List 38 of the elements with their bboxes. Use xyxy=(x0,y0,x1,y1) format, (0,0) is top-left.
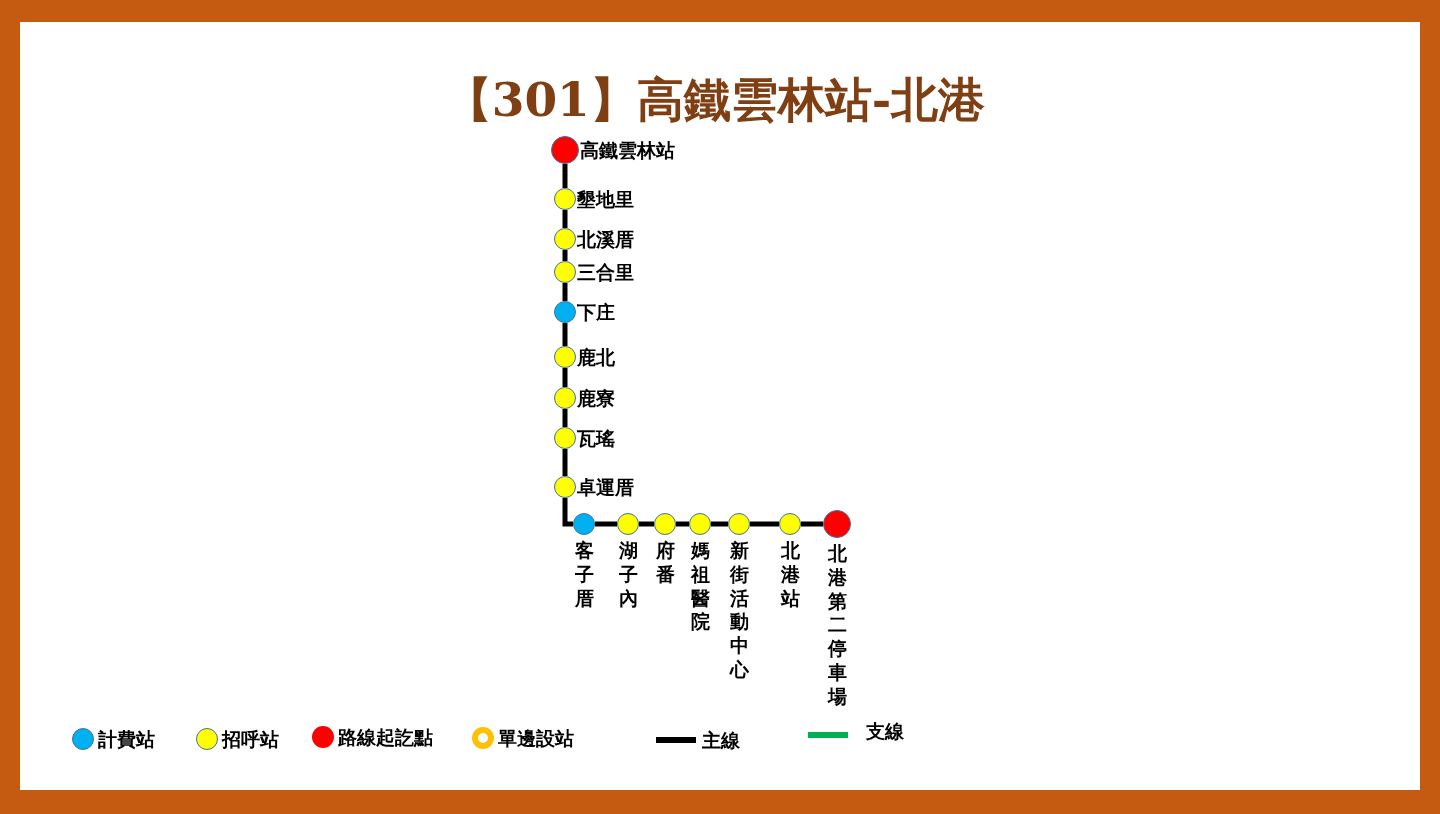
stop-label: 鹿寮 xyxy=(577,386,615,410)
route-line xyxy=(562,250,568,261)
route-line xyxy=(639,521,654,527)
stop-label: 新街活動中心 xyxy=(729,539,749,682)
legend-label: 路線起訖點 xyxy=(338,725,433,749)
stop-label: 墾地里 xyxy=(577,187,634,211)
stop-label: 媽祖醫院 xyxy=(690,539,710,634)
route-line xyxy=(562,164,568,188)
stop-label: 高鐵雲林站 xyxy=(580,138,675,162)
route-line xyxy=(562,210,568,228)
route-line xyxy=(595,521,617,527)
route-line xyxy=(801,521,823,527)
legend-label: 主線 xyxy=(702,728,740,752)
route-line xyxy=(562,283,568,301)
stop-label: 北溪厝 xyxy=(577,227,634,251)
route-line xyxy=(676,521,689,527)
stop-label: 瓦瑤 xyxy=(577,426,615,450)
stop-label: 湖子內 xyxy=(618,539,638,611)
legend-label: 支線 xyxy=(866,719,904,743)
route-line xyxy=(562,409,568,427)
stop-label: 北港第二停車場 xyxy=(827,542,847,709)
route-line xyxy=(562,368,568,387)
diagram-title: 【301】高鐵雲林站-北港 xyxy=(444,72,986,127)
stop-label: 卓運厝 xyxy=(577,475,634,499)
stop-label: 下庄 xyxy=(577,300,615,324)
route-line xyxy=(562,323,568,346)
stop-label: 三合里 xyxy=(577,260,634,284)
route-line xyxy=(562,449,568,476)
route-line xyxy=(750,521,779,527)
route-line xyxy=(562,498,573,527)
stop-label: 客子厝 xyxy=(574,539,594,611)
stop-label: 北港站 xyxy=(780,539,800,611)
route-line xyxy=(711,521,728,527)
stop-label: 府番 xyxy=(655,539,675,587)
legend-label: 單邊設站 xyxy=(498,726,574,750)
legend-label: 招呼站 xyxy=(222,727,279,751)
stop-label: 鹿北 xyxy=(577,345,615,369)
legend-label: 計費站 xyxy=(98,727,155,751)
